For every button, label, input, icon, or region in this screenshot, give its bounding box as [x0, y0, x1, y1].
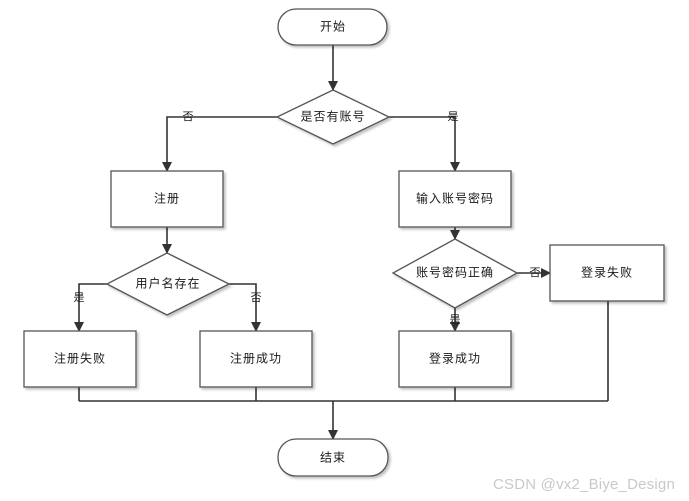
login-success-box	[398, 330, 512, 388]
register-fail-box	[23, 330, 137, 388]
username-exists-decision	[105, 252, 231, 316]
username-exists-label: 用户名存在	[135, 276, 200, 291]
has-account-decision	[275, 89, 391, 145]
has-account-yes-label: 是	[448, 110, 459, 123]
start-label: 开始	[320, 20, 346, 34]
has-account-no-label: 否	[183, 110, 194, 123]
login-fail-label: 登录失败	[581, 265, 633, 280]
login-fail-box	[549, 244, 665, 302]
credentials-correct-decision	[391, 238, 519, 309]
register-success-label: 注册成功	[230, 351, 282, 366]
has-account-label: 是否有账号	[300, 110, 365, 124]
input-credentials-label: 输入账号密码	[416, 191, 494, 206]
credentials-correct-yes-label: 是	[450, 313, 461, 326]
edge-username-exists-yes	[74, 283, 107, 332]
register-box	[110, 170, 224, 228]
shapes	[23, 8, 665, 477]
edge-username-exists-no	[229, 283, 261, 332]
register-success-box	[199, 330, 313, 388]
end-terminal	[277, 438, 389, 477]
end-label: 结束	[320, 451, 346, 465]
input-credentials-box	[398, 170, 512, 228]
register-fail-label: 注册失败	[54, 351, 106, 366]
start-terminal	[277, 8, 388, 46]
edge-has-account-yes	[389, 116, 460, 172]
connectors	[74, 45, 609, 440]
username-exists-no-label: 否	[251, 291, 262, 304]
credentials-correct-label: 账号密码正确	[416, 265, 494, 280]
credentials-correct-no-label: 否	[530, 266, 541, 279]
edge-has-account-no	[162, 116, 277, 172]
username-exists-yes-label: 是	[74, 291, 85, 304]
watermark: CSDN @vx2_Biye_Design	[493, 476, 675, 493]
login-success-label: 登录成功	[429, 351, 481, 366]
register-label: 注册	[154, 191, 180, 206]
